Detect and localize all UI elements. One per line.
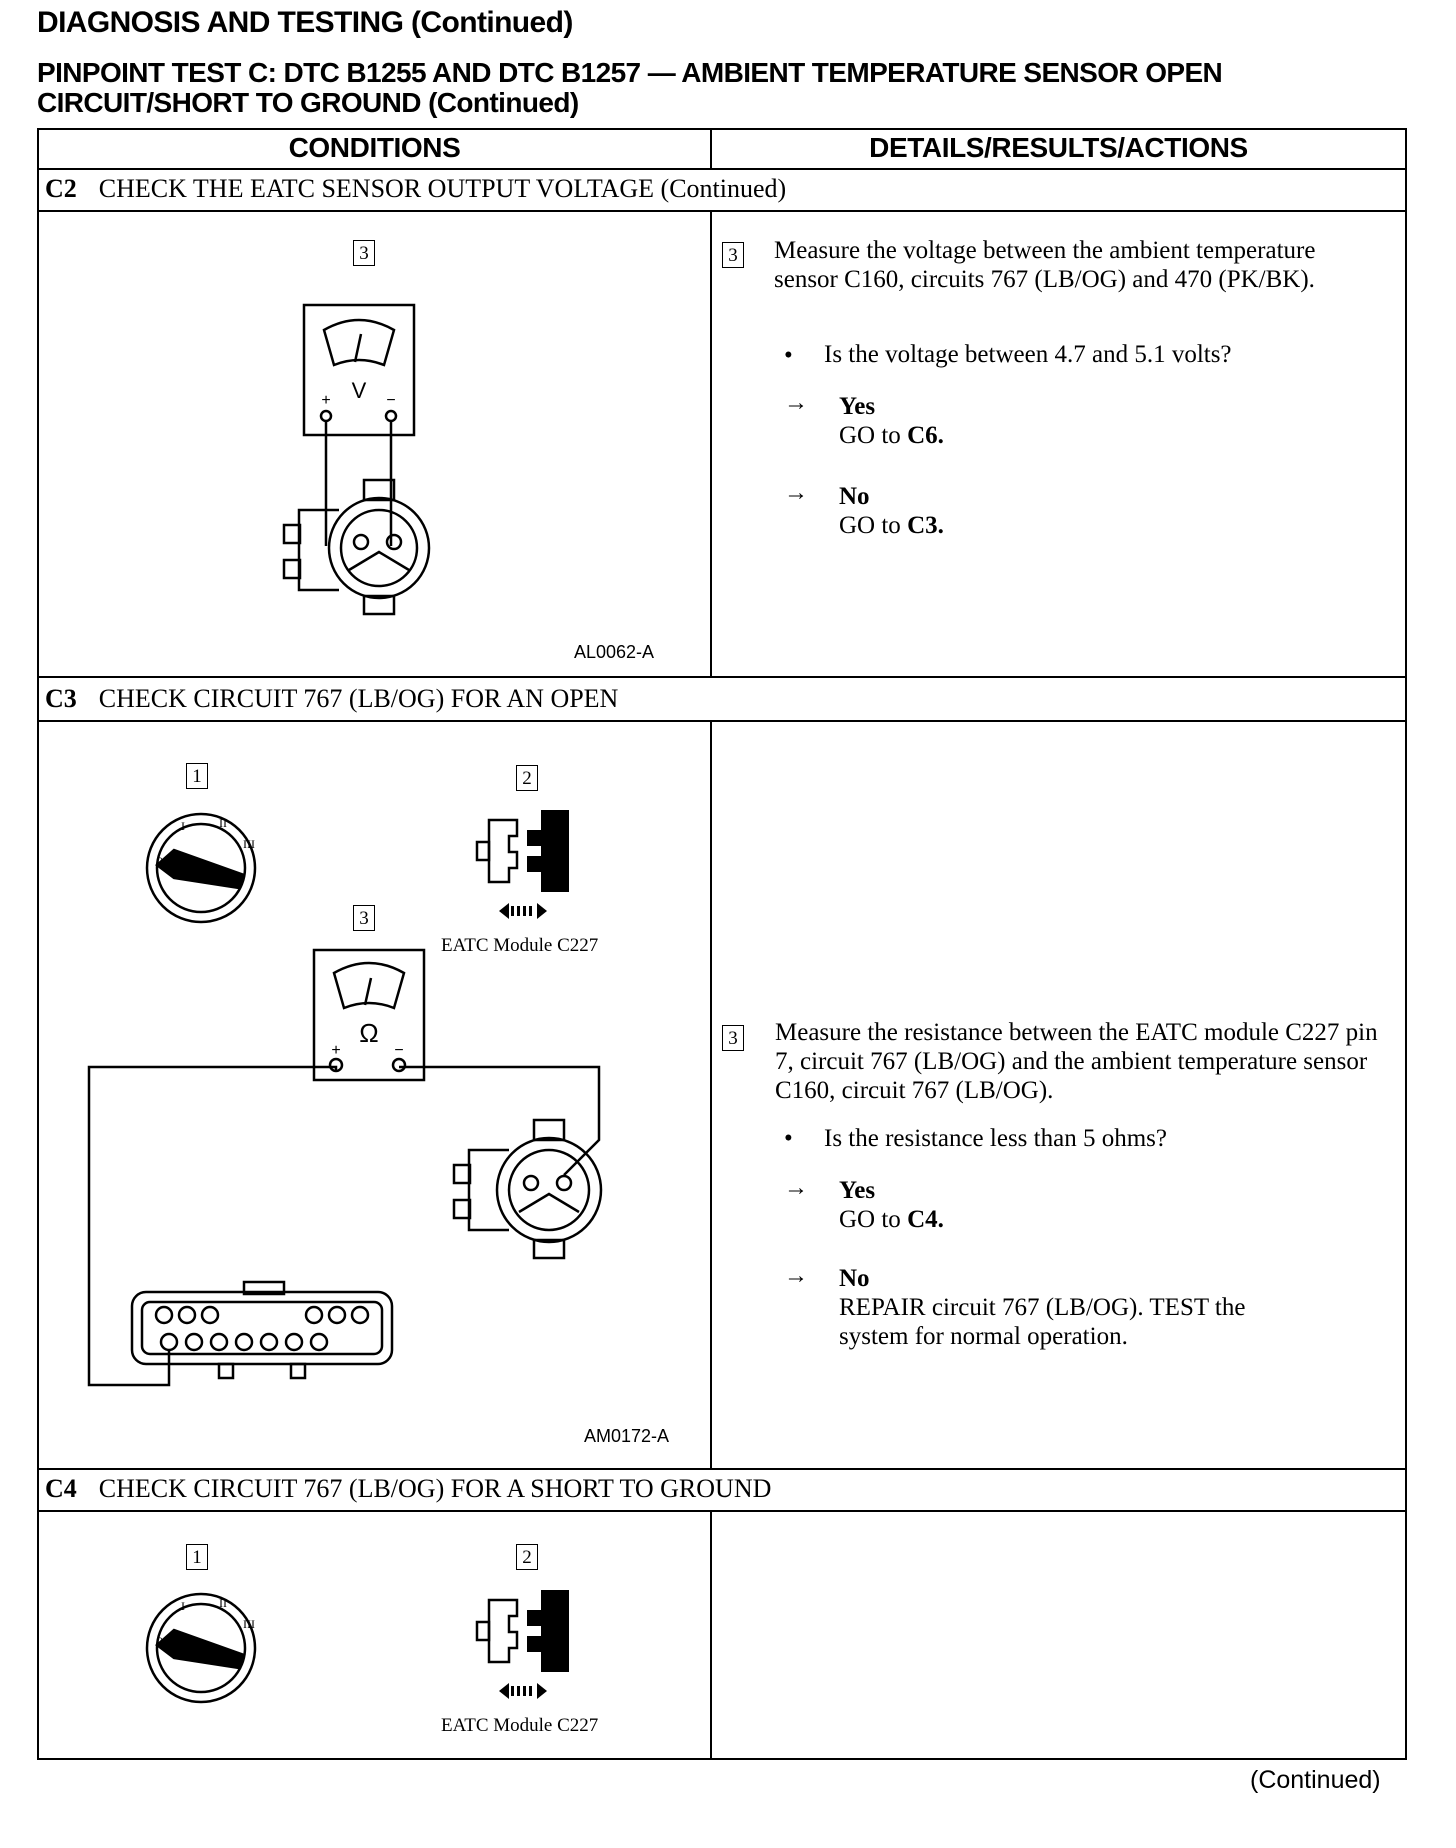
meter-symbol: Ω: [359, 1018, 378, 1048]
yes-action: GO to C6.: [839, 421, 1379, 450]
ignition-switch-icon: 0 I II III: [145, 812, 257, 924]
ohmmeter-module-sensor-diagram-icon: Ω + −: [87, 948, 603, 1387]
svg-text:I: I: [181, 1599, 185, 1613]
svg-text:III: III: [243, 837, 255, 851]
arrow-right-icon: →: [784, 1263, 808, 1289]
connector-disconnect-icon: [475, 1590, 569, 1699]
meter-symbol: V: [352, 378, 367, 403]
step-box: 2: [516, 765, 538, 791]
figure-code: AM0172-A: [584, 1426, 670, 1446]
section-title: DIAGNOSIS AND TESTING (Continued): [37, 6, 573, 39]
no-text: GO to: [839, 512, 901, 539]
yes-result: Yes GO to C6.: [839, 392, 1379, 450]
figure-caption: EATC Module C227: [441, 935, 599, 956]
step-row-c4: C4 CHECK CIRCUIT 767 (LB/OG) FOR A SHORT …: [45, 1474, 771, 1504]
plus-sign: +: [321, 392, 330, 409]
no-text: REPAIR circuit 767 (LB/OG). TEST the sys…: [839, 1294, 1246, 1350]
column-header-conditions: CONDITIONS: [288, 132, 461, 163]
yes-label: Yes: [839, 393, 876, 420]
step-box: 3: [722, 1025, 744, 1051]
yes-action: GO to C4.: [839, 1205, 1379, 1234]
table-divider: [39, 1510, 1405, 1512]
bullet-icon: •: [784, 342, 793, 369]
table-divider: [39, 210, 1405, 212]
connector-disconnect-icon: [475, 810, 569, 919]
step-title: CHECK THE EATC SENSOR OUTPUT VOLTAGE (Co…: [98, 174, 787, 203]
step-id: C3: [45, 684, 77, 713]
question-text: Is the voltage between 4.7 and 5.1 volts…: [824, 341, 1232, 368]
step-row-c2: C2 CHECK THE EATC SENSOR OUTPUT VOLTAGE (…: [45, 174, 786, 204]
arrow-right-icon: →: [784, 480, 808, 506]
no-target: C3.: [907, 512, 944, 539]
svg-text:0: 0: [157, 854, 163, 868]
step-box: 2: [516, 1544, 538, 1570]
yes-label: Yes: [839, 1177, 876, 1204]
yes-result: Yes GO to C4.: [839, 1176, 1379, 1234]
svg-text:III: III: [243, 1617, 255, 1631]
step-title: CHECK CIRCUIT 767 (LB/OG) FOR AN OPEN: [98, 684, 619, 713]
ignition-switch-icon: 0 I II III: [145, 1592, 257, 1704]
step-box: 1: [186, 763, 208, 789]
table-divider: [39, 168, 1405, 170]
step-title: CHECK CIRCUIT 767 (LB/OG) FOR A SHORT TO…: [98, 1474, 772, 1503]
step-box: 1: [186, 1544, 208, 1570]
action-text: Measure the resistance between the EATC …: [775, 1019, 1378, 1104]
no-label: No: [839, 1265, 870, 1292]
yes-target: C6.: [907, 422, 944, 449]
table-divider: [39, 1468, 1405, 1470]
column-divider: [710, 720, 712, 1468]
column-header-details: DETAILS/RESULTS/ACTIONS: [869, 132, 1248, 163]
question-text: Is the resistance less than 5 ohms?: [824, 1125, 1167, 1152]
voltmeter-sensor-diagram-icon: V + −: [282, 303, 431, 616]
step-id: C4: [45, 1474, 77, 1503]
plus-sign: +: [331, 1042, 340, 1059]
figure-code: AL0062-A: [574, 642, 655, 662]
step-box: 3: [353, 905, 375, 931]
yes-text: GO to: [839, 1206, 901, 1233]
step-box: 3: [722, 242, 744, 268]
table-divider: [39, 720, 1405, 722]
yes-text: GO to: [839, 422, 901, 449]
column-divider: [710, 1510, 712, 1760]
pinpoint-test-title: PINPOINT TEST C: DTC B1255 AND DTC B1257…: [37, 57, 1223, 118]
column-divider: [710, 210, 712, 676]
continued-footer: (Continued): [1250, 1766, 1381, 1794]
table-divider: [39, 676, 1405, 678]
step-row-c3: C3 CHECK CIRCUIT 767 (LB/OG) FOR AN OPEN: [45, 684, 618, 714]
svg-text:II: II: [219, 1596, 227, 1610]
step-id: C2: [45, 174, 77, 203]
svg-text:II: II: [219, 816, 227, 830]
bullet-icon: •: [784, 1125, 793, 1152]
column-divider: [710, 130, 712, 168]
svg-text:I: I: [181, 819, 185, 833]
step-box: 3: [353, 240, 375, 266]
action-text: Measure the voltage between the ambient …: [774, 237, 1316, 293]
no-result: No REPAIR circuit 767 (LB/OG). TEST the …: [839, 1264, 1319, 1351]
arrow-right-icon: →: [784, 390, 808, 416]
arrow-right-icon: →: [784, 1175, 808, 1201]
svg-text:0: 0: [157, 1634, 163, 1648]
figure-caption: EATC Module C227: [441, 1715, 599, 1736]
no-action: GO to C3.: [839, 511, 1379, 540]
no-label: No: [839, 483, 870, 510]
no-result: No GO to C3.: [839, 482, 1379, 540]
minus-sign: −: [386, 392, 395, 409]
yes-target: C4.: [907, 1206, 944, 1233]
minus-sign: −: [394, 1042, 403, 1059]
